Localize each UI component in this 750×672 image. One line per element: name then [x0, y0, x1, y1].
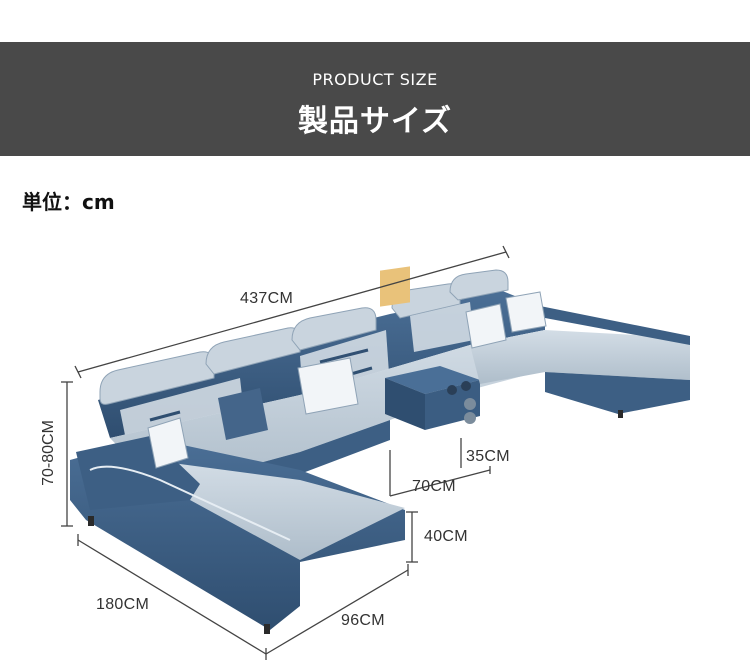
header-title-en: PRODUCT SIZE	[312, 70, 438, 89]
dim-height: 70-80CM	[40, 420, 57, 486]
dim-total-length: 437CM	[240, 290, 294, 307]
sofa-diagram	[61, 245, 690, 660]
cushions	[147, 291, 547, 469]
header-band	[0, 42, 750, 156]
dim-console-width: 70CM	[412, 478, 456, 495]
console	[380, 266, 480, 430]
dimension-lines	[61, 245, 510, 660]
dim-chaise-length: 180CM	[96, 596, 150, 613]
right-chaise	[470, 330, 690, 384]
unit-label: 単位：cm	[22, 190, 115, 214]
dim-chaise-width: 96CM	[341, 612, 385, 629]
header-title-ja: 製品サイズ	[297, 104, 453, 139]
dim-console-depth: 35CM	[466, 448, 510, 465]
dim-seat-height: 40CM	[424, 528, 468, 545]
headrests	[99, 269, 509, 405]
legs	[88, 410, 623, 634]
